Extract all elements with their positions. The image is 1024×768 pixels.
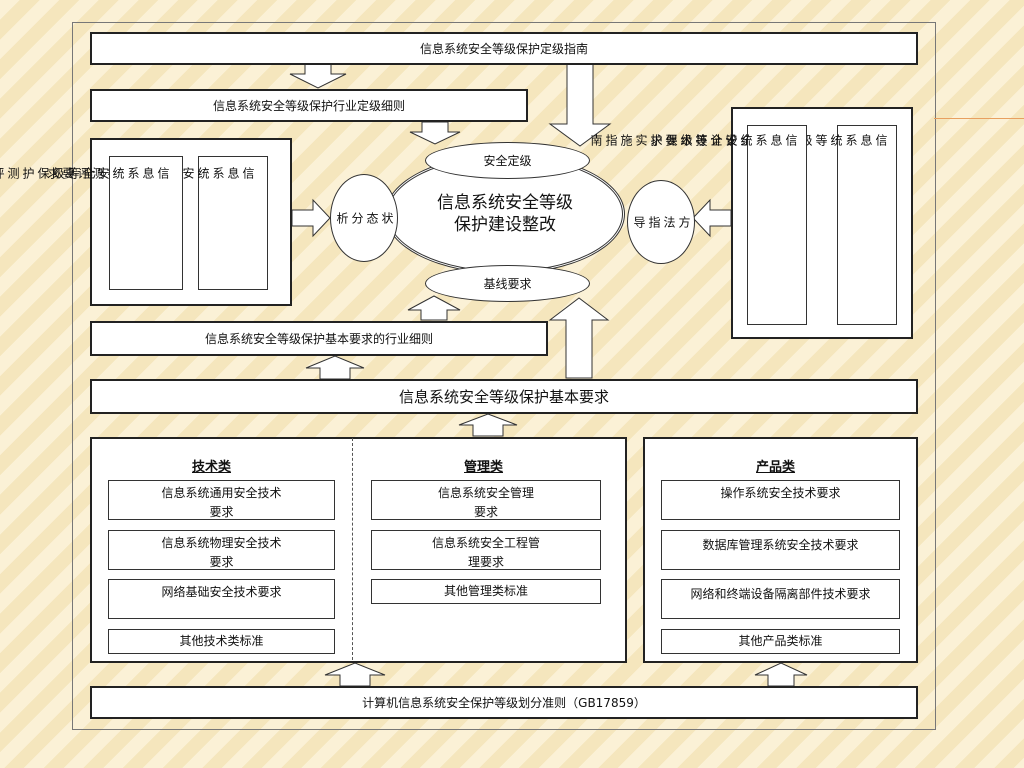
tech-item-physical: 信息系统物理安全技术要求 [108, 530, 335, 570]
category-divider [352, 438, 353, 660]
tech-item-physical-label: 信息系统物理安全技术要求 [161, 536, 282, 569]
product-item-os: 操作系统安全技术要求 [661, 480, 900, 520]
arrow-basic-to-industry [305, 355, 365, 380]
top-guide-label: 信息系统安全等级保护定级指南 [419, 42, 588, 56]
security-grading-ellipse: 安全定级 [425, 142, 590, 179]
product-item-os-label: 操作系统安全技术要求 [720, 486, 841, 500]
mgmt-item-security-label: 信息系统安全管理要求 [437, 486, 534, 519]
industry-rules-label: 信息系统安全等级保护行业定级细则 [212, 99, 405, 113]
method-guidance-label: 方 法 指 导 [632, 216, 691, 228]
evaluation-requirements-box: 信 息 系 统 安 全 等 级 保 护 测 评 要 求 [46, 156, 268, 290]
product-item-database: 数据库管理系统安全技术要求 [661, 530, 900, 570]
implementation-guide-label: 信 息 系 统 安 全 等 级 保 护 实 施 指 南 [589, 134, 798, 147]
implementation-guide-box: 信 息 系 统 安 全 等 级 保 护 实 施 指 南 [589, 125, 807, 325]
mgmt-item-engineering-label: 信息系统安全工程管理要求 [431, 536, 540, 569]
arrow-standard-to-categories [324, 662, 386, 687]
design-box: 信 息 系 统 等 级 保 护 安 全 设 计 技 术 要 求 信 息 系 统 … [589, 107, 913, 339]
basic-requirements-box: 信息系统安全等级保护基本要求 [90, 379, 918, 414]
product-item-other-label: 其他产品类标准 [738, 634, 823, 648]
baseline-requirements-ellipse: 基线要求 [425, 265, 590, 302]
basic-industry-rules-box: 信息系统安全等级保护基本要求的行业细则 [90, 321, 548, 356]
tech-category-title: 技术类 [192, 460, 232, 475]
mgmt-item-security: 信息系统安全管理要求 [371, 480, 601, 520]
product-item-isolation-label: 网络和终端设备隔离部件技术要求 [690, 587, 871, 601]
decorative-line [934, 118, 1024, 119]
baseline-requirements-label: 基线要求 [483, 277, 532, 291]
tech-item-general: 信息系统通用安全技术要求 [108, 480, 335, 520]
security-grading-label: 安全定级 [483, 154, 532, 168]
bottom-standard-label: 计算机信息系统安全保护等级划分准则（GB17859） [362, 696, 646, 710]
top-guide-box: 信息系统安全等级保护定级指南 [90, 32, 918, 65]
basic-requirements-label: 信息系统安全等级保护基本要求 [398, 388, 609, 406]
evaluation-process-box: 信 息 系 统 安 全 等 级 保 护 测 评 过 程 指 南 [0, 156, 183, 290]
construction-rectification-label: 信息系统安全等级 保护建设整改 [437, 193, 573, 235]
arrow-right-to-guidance [692, 198, 732, 238]
mgmt-category-title: 管理类 [464, 460, 504, 475]
product-item-isolation: 网络和终端设备隔离部件技术要求 [661, 579, 900, 619]
tech-item-network-label: 网络基础安全技术要求 [161, 585, 282, 599]
mgmt-item-other-label: 其他管理类标准 [443, 584, 528, 598]
industry-rules-box: 信息系统安全等级保护行业定级细则 [90, 89, 528, 122]
method-guidance-circle: 方 法 指 导 [627, 180, 695, 264]
product-category-title: 产品类 [756, 460, 796, 475]
product-item-other: 其他产品类标准 [661, 629, 900, 654]
arrow-left-to-analysis [291, 198, 331, 238]
tech-item-general-label: 信息系统通用安全技术要求 [161, 486, 282, 519]
state-analysis-label: 状 态 分 析 [335, 212, 394, 224]
tech-item-other-label: 其他技术类标准 [179, 634, 264, 648]
basic-industry-rules-label: 信息系统安全等级保护基本要求的行业细则 [204, 332, 433, 346]
arrow-guide-to-industry [289, 63, 347, 89]
arrow-industry-to-baseline [407, 295, 461, 321]
arrow-industry-to-center [409, 121, 461, 145]
mgmt-item-other: 其他管理类标准 [371, 579, 601, 604]
tech-item-other: 其他技术类标准 [108, 629, 335, 654]
arrow-guide-to-center [548, 63, 612, 147]
arrow-categories-to-basic [458, 413, 518, 437]
arrow-standard-to-product [754, 662, 808, 687]
product-item-database-label: 数据库管理系统安全技术要求 [702, 538, 859, 552]
bottom-standard-box: 计算机信息系统安全保护等级划分准则（GB17859） [90, 686, 918, 719]
mgmt-item-engineering: 信息系统安全工程管理要求 [371, 530, 601, 570]
arrow-basic-to-baseline [548, 297, 610, 379]
tech-item-network: 网络基础安全技术要求 [108, 579, 335, 619]
diagram-frame [72, 22, 936, 730]
state-analysis-circle: 状 态 分 析 [330, 174, 398, 262]
design-requirements-box: 信 息 系 统 等 级 保 护 安 全 设 计 技 术 要 求 [649, 125, 897, 325]
evaluation-box: 信 息 系 统 安 全 等 级 保 护 测 评 要 求 信 息 系 统 安 全 … [0, 138, 292, 306]
evaluation-process-label: 信 息 系 统 安 全 等 级 保 护 测 评 过 程 指 南 [0, 167, 170, 180]
